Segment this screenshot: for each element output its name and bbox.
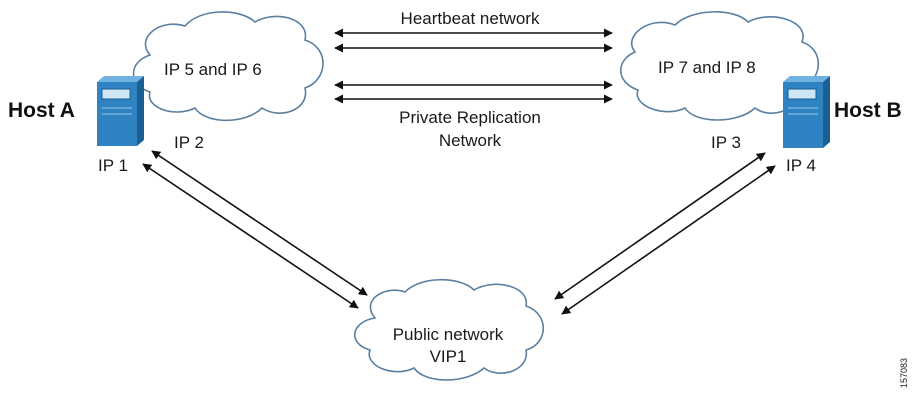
host-a-label: Host A xyxy=(8,99,75,122)
ip-2-label: IP 2 xyxy=(174,133,204,152)
replication-network-label-line2: Network xyxy=(439,131,502,150)
cloud-host-a xyxy=(132,11,324,122)
ip-3-label: IP 3 xyxy=(711,133,741,152)
cloud-host-b-label: IP 7 and IP 8 xyxy=(658,58,756,77)
cloud-host-a-label: IP 5 and IP 6 xyxy=(164,60,262,79)
cloud-public xyxy=(354,278,544,381)
public-link-a-1 xyxy=(142,163,359,309)
ip-1-label: IP 1 xyxy=(98,156,128,175)
host-b-label: Host B xyxy=(834,99,902,122)
public-network-label-line2: VIP1 xyxy=(430,347,467,366)
server-b-icon xyxy=(783,76,830,148)
heartbeat-network-label: Heartbeat network xyxy=(401,9,540,28)
public-link-b-2 xyxy=(561,165,776,315)
server-a-icon xyxy=(97,76,144,146)
public-link-a-2 xyxy=(151,150,368,296)
public-link-b-1 xyxy=(554,152,766,300)
public-network-label-line1: Public network xyxy=(393,325,504,344)
figure-id: 157083 xyxy=(899,358,909,388)
replication-network-label-line1: Private Replication xyxy=(399,108,541,127)
ip-4-label: IP 4 xyxy=(786,156,816,175)
